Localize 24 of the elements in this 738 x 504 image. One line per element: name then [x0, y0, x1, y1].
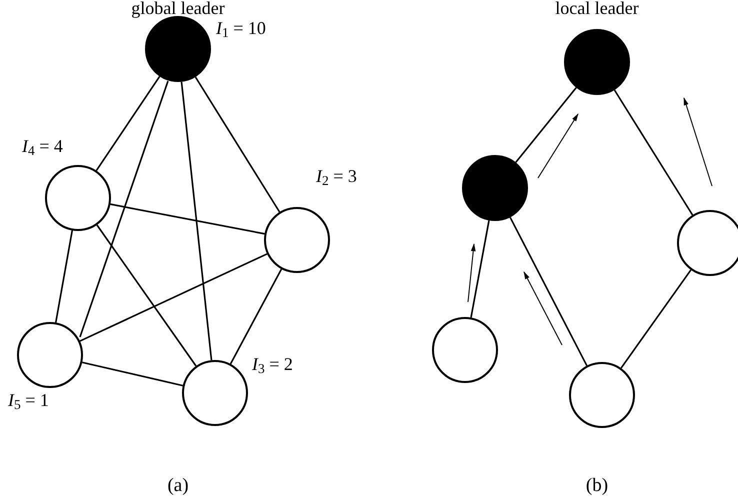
node-label: I$_{4}$ = 4	[22, 136, 63, 156]
node-label: I$_{2}$ = 3	[316, 166, 357, 186]
subfigure-caption: (a)	[167, 474, 189, 498]
connector-line	[470, 220, 490, 318]
node-label: global leader	[131, 0, 225, 18]
connector-line	[55, 230, 73, 323]
connector-line	[110, 203, 265, 235]
node-label: I$_{5}$ = 1	[8, 390, 49, 410]
connector-line	[614, 90, 694, 216]
node-label: I$_{1}$ = 10	[216, 18, 266, 38]
connector-line	[509, 216, 588, 366]
connector-line	[620, 269, 692, 369]
connector-line	[82, 362, 184, 386]
node-label: I$_{3}$ = 2	[252, 354, 293, 374]
subfigure-caption: (b)	[586, 474, 608, 498]
connector-line	[230, 268, 282, 364]
connector-line	[180, 82, 212, 360]
connector-line	[96, 76, 160, 172]
connector-line	[515, 87, 577, 163]
connector-line	[79, 80, 169, 338]
connector-line	[96, 224, 197, 366]
connector-line	[80, 253, 268, 342]
node-label: local leader	[555, 0, 639, 18]
connector-line	[194, 76, 280, 212]
